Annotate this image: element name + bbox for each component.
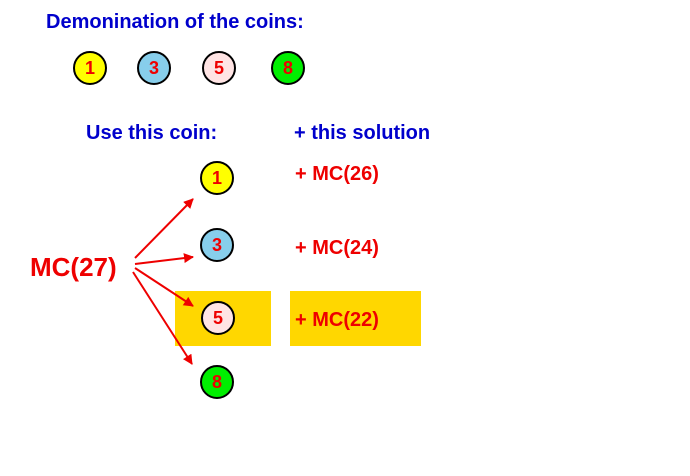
coin-denomination-title: Demonination of the coins: (46, 11, 304, 33)
branch-coin-5: 5 (201, 301, 235, 335)
arrow-to-coin-3 (134, 253, 194, 265)
coin-label: 3 (211, 234, 222, 255)
denomination-coin-1: 1 (73, 51, 107, 85)
denomination-coin-3: 3 (137, 51, 171, 85)
denomination-coin-8: 8 (271, 51, 305, 85)
coin-label: 5 (213, 57, 224, 78)
branch-coin-1: 1 (200, 161, 234, 195)
coin-label: 8 (211, 371, 222, 392)
coin-label: 3 (148, 57, 159, 78)
denomination-coin-5: 5 (202, 51, 236, 85)
coin-label: 1 (211, 167, 222, 188)
root-mc-label: MC(27) (30, 252, 117, 282)
arrow-to-coin-5 (134, 267, 194, 307)
arrow-to-coin-8 (132, 271, 193, 365)
arrow-to-coin-1 (134, 198, 194, 259)
plus-solution-heading: + this solution (294, 122, 431, 144)
solution-mc-22: + MC(22) (295, 309, 379, 331)
solution-mc-24: + MC(24) (295, 237, 379, 259)
highlight-solution-box (290, 291, 421, 346)
branch-coin-3: 3 (200, 228, 234, 262)
use-coin-heading: Use this coin: (86, 122, 218, 144)
coin-label: 5 (212, 307, 223, 328)
coin-label: 1 (84, 57, 95, 78)
branch-coin-8: 8 (200, 365, 234, 399)
coin-label: 8 (282, 57, 293, 78)
solution-mc-26: + MC(26) (295, 163, 379, 185)
